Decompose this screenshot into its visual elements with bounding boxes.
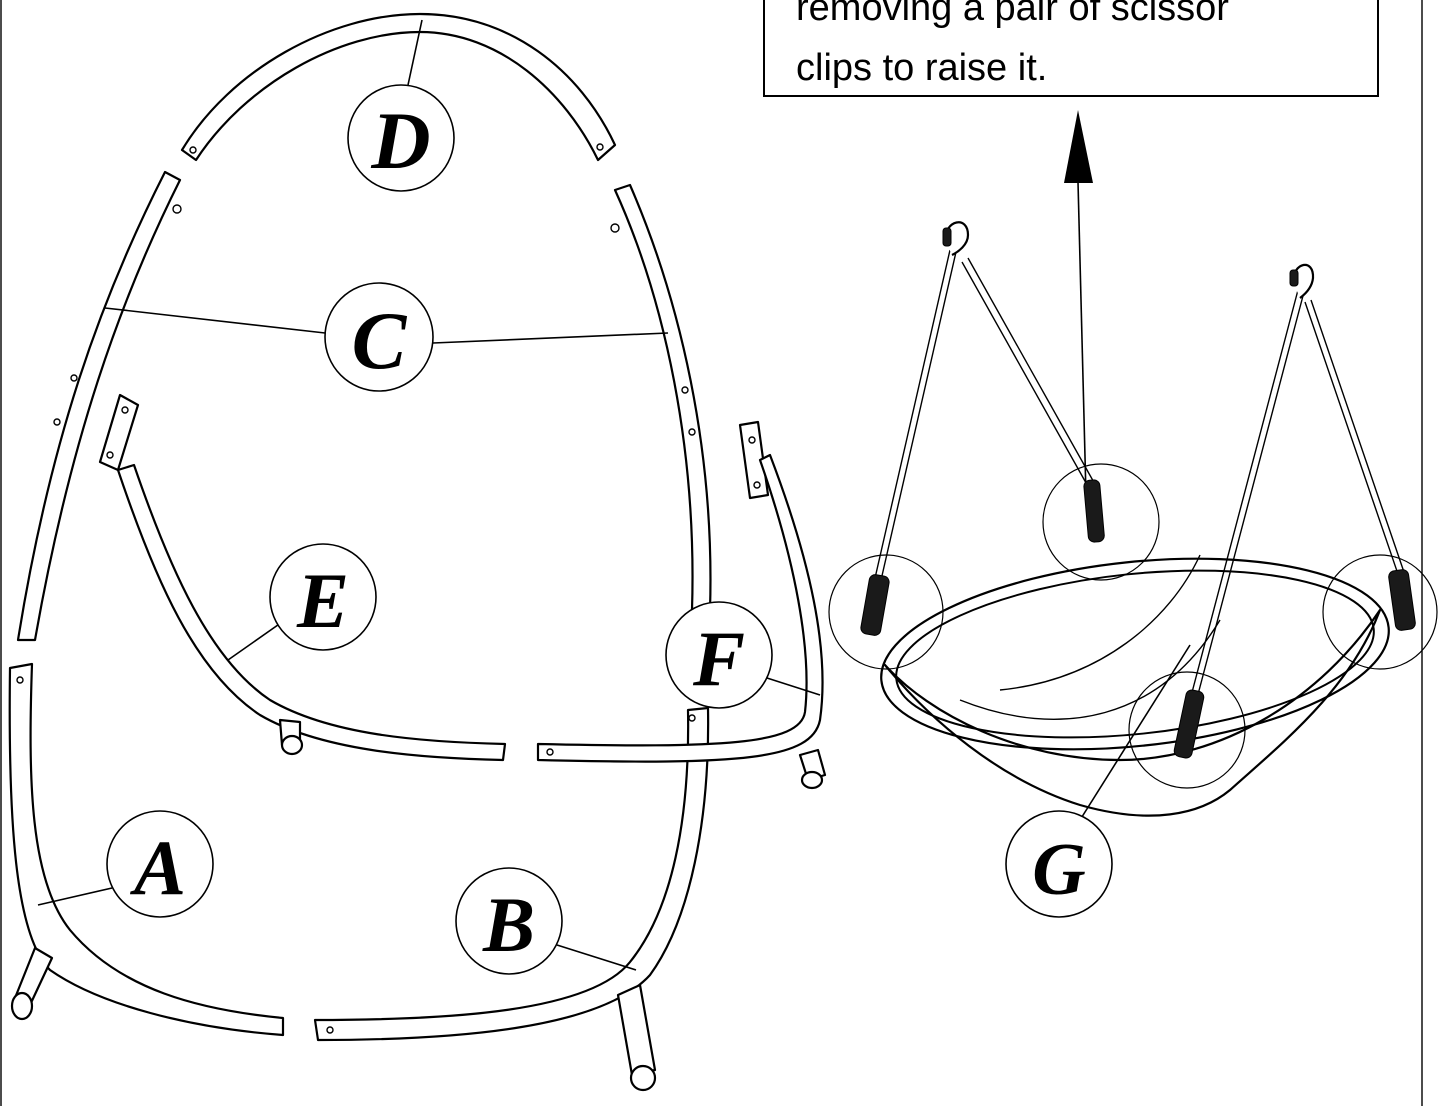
highlight-circle-left [828,554,944,670]
label-circle-f [665,601,773,709]
part-c-right-tube [610,183,712,612]
leader-f [766,677,821,696]
hanging-ropes [869,249,1407,703]
part-a-tube [8,662,285,1037]
label-circle-e [269,543,377,651]
label-circle-g [1005,810,1113,918]
label-circle-d [347,84,455,192]
note-line-2: clips to raise it. [796,47,1047,89]
part-g-seat [828,221,1438,817]
arrow-head [1064,110,1093,183]
leader-c-left [104,307,326,334]
highlight-circle-front [1128,671,1246,789]
label-b: B [482,881,535,968]
hook-right-top [1289,263,1315,299]
part-c-left-tube [16,170,182,642]
note-callout: removing a pair of scissor clips to rais… [763,0,1379,97]
part-e-tube [98,393,507,762]
scissor-clip-back [1083,479,1105,543]
highlight-circle-right [1322,554,1438,670]
leader-g [1079,644,1191,821]
leader-b [556,944,637,971]
part-f-tube [536,420,827,790]
highlight-circle-back [1042,463,1160,581]
label-circle-b [455,867,563,975]
leader-a [37,887,113,906]
leader-e [227,619,286,661]
label-a: A [129,824,186,911]
note-line-1: removing a pair of scissor [796,0,1229,29]
label-g: G [1032,829,1085,911]
scissor-clip-front [1173,689,1205,759]
seat-fabric [883,608,1382,817]
part-b-tube [313,706,710,1092]
seat-ring-outer [880,557,1390,751]
arrow-shaft [1077,181,1087,497]
label-circle-c [324,282,434,392]
label-c: C [352,295,408,386]
note-box [763,0,1379,97]
label-f: F [692,615,745,702]
label-e: E [296,557,349,644]
hook-left-top [942,221,970,256]
callout-arrow [1064,110,1093,497]
scissor-clip-right [1388,569,1416,631]
part-d-tube [180,12,617,162]
label-d: D [370,95,430,186]
label-circle-a [106,810,214,918]
scissor-clip-left [860,574,890,636]
leader-c-right [432,332,669,344]
leader-d [407,19,423,86]
